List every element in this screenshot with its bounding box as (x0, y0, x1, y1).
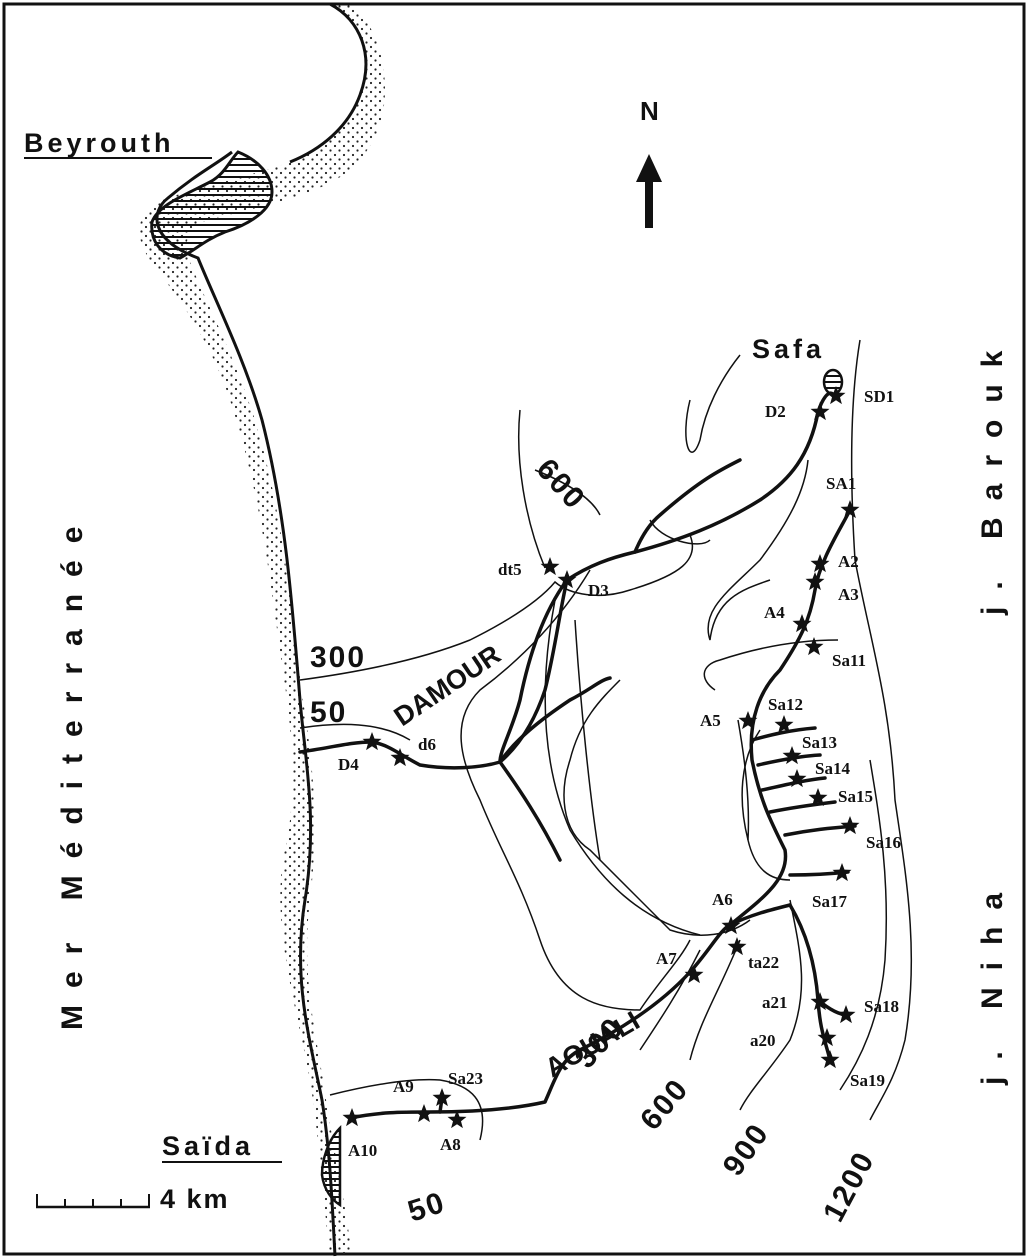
station-label-sa15: Sa15 (838, 787, 873, 806)
station-label-a8: A8 (440, 1135, 461, 1154)
station-star-icon-d6 (390, 748, 410, 767)
station-label-sa16: Sa16 (866, 833, 901, 852)
station-label-a7: A7 (656, 949, 677, 968)
station-star-icon-sa17 (832, 863, 852, 882)
station-star-icon-a2 (810, 554, 830, 573)
station-star-icon-d4 (362, 732, 382, 751)
city-label-safa: Safa (752, 334, 825, 364)
station-label-a6: A6 (712, 890, 733, 909)
station-star-icon-a21 (810, 992, 830, 1011)
station-label-sa14: Sa14 (815, 759, 850, 778)
contour-label-50-south: 50 (404, 1186, 450, 1229)
north-arrow-shaft-icon (645, 178, 653, 228)
station-label-sa13: Sa13 (802, 733, 837, 752)
station-label-a4: A4 (764, 603, 785, 622)
saida-city-area (320, 1124, 342, 1208)
scale-label: 4 km (160, 1184, 230, 1214)
station-label-sa12: Sa12 (768, 695, 803, 714)
station-star-icon-sa23 (432, 1088, 452, 1107)
station-label-sa23: Sa23 (448, 1069, 483, 1088)
station-label-d2: D2 (765, 402, 786, 421)
station-label-a21: a21 (762, 993, 788, 1012)
contour-label-50-north: 50 (310, 696, 347, 729)
station-star-icon-sa19 (820, 1050, 840, 1069)
station-star-icon-d3 (557, 570, 577, 589)
station-star-icon-a4 (792, 614, 812, 633)
station-star-icon-sa14 (787, 769, 807, 788)
station-label-sa18: Sa18 (864, 997, 899, 1016)
station-label-a5: A5 (700, 711, 721, 730)
station-label-dt5: dt5 (498, 560, 522, 579)
city-label-saida: Saïda (162, 1131, 254, 1161)
station-label-sa17: Sa17 (812, 892, 847, 911)
beyrouth-city-area (150, 150, 274, 260)
station-label-a3: A3 (838, 585, 859, 604)
station-star-icon-sa15 (808, 788, 828, 807)
station-star-icon-a8 (447, 1110, 467, 1129)
station-star-icon-ta22 (727, 937, 747, 956)
station-star-icon-a20 (817, 1028, 837, 1047)
station-label-ta22: ta22 (748, 953, 779, 972)
station-star-icon-a3 (805, 572, 825, 591)
contour-label-600-south: 600 (634, 1072, 695, 1136)
station-star-icon-a10 (342, 1108, 362, 1127)
river-label-damour: DAMOUR (389, 639, 507, 732)
station-label-a20: a20 (750, 1031, 776, 1050)
station-star-icon-a5 (738, 711, 758, 730)
mountain-label-barouk: j. Barouk (976, 334, 1009, 616)
station-star-icon-sa1 (840, 500, 860, 519)
station-star-icon-sa12 (774, 715, 794, 734)
contour-label-300-north: 300 (310, 641, 366, 674)
north-arrow: N (636, 96, 662, 228)
station-label-sa1: SA1 (826, 474, 856, 493)
station-label-d3: D3 (588, 581, 609, 600)
station-star-icon-sa13 (782, 746, 802, 765)
station-label-d4: D4 (338, 755, 359, 774)
station-star-icon-sd1 (826, 386, 846, 405)
station-star-icon-a7 (684, 965, 704, 984)
station-star-icon-a9 (414, 1104, 434, 1123)
station-label-sd1: SD1 (864, 387, 894, 406)
station-label-d6: d6 (418, 735, 436, 754)
sea-label: Mer Méditerranée (56, 510, 89, 1030)
mountain-label-niha: j. Niha (976, 876, 1009, 1086)
station-star-icon-sa18 (836, 1005, 856, 1024)
station-labels: SD1 D2 SA1 dt5 D3 A2 A3 A4 Sa11 A5 Sa12 … (338, 387, 901, 1160)
station-markers (342, 386, 860, 1129)
station-label-sa19: Sa19 (850, 1071, 885, 1090)
station-label-a9: A9 (393, 1077, 414, 1096)
station-star-icon-dt5 (540, 557, 560, 576)
contour-label-600-north: 600 (530, 453, 592, 517)
station-label-a2: A2 (838, 552, 859, 571)
contour-label-900: 900 (717, 1117, 776, 1182)
north-label: N (640, 96, 659, 126)
north-arrow-head-icon (636, 154, 662, 182)
station-star-icon-sa16 (840, 816, 860, 835)
safa-spring-icon (822, 368, 844, 396)
city-label-beyrouth: Beyrouth (24, 128, 175, 158)
station-star-icon-sa11 (804, 637, 824, 656)
contour-label-1200: 1200 (817, 1146, 881, 1227)
coastal-strip (139, 4, 385, 1256)
station-label-a10: A10 (348, 1141, 377, 1160)
station-label-sa11: Sa11 (832, 651, 866, 670)
station-star-icon-d2 (810, 402, 830, 421)
scale-bar: 4 km (36, 1184, 230, 1214)
station-star-icon-a6 (721, 916, 741, 935)
